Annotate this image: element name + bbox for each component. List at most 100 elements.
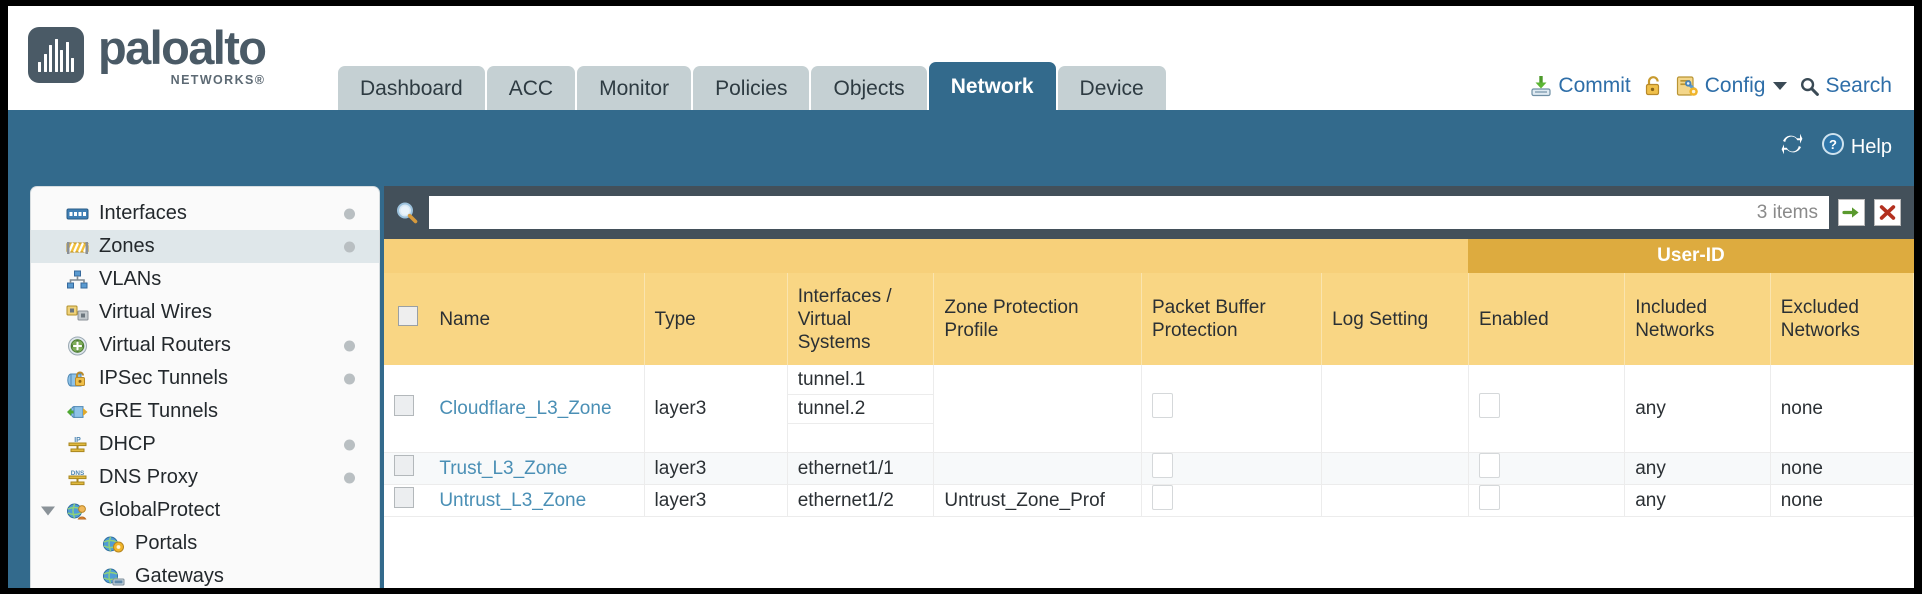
expand-collapse-icon[interactable] <box>41 506 55 515</box>
sidebar-item-virtual-wires[interactable]: Virtual Wires <box>31 296 379 329</box>
sidebar-item-ipsec-tunnels[interactable]: IPSec Tunnels <box>31 362 379 395</box>
lock-icon[interactable] <box>1644 75 1663 97</box>
config-icon <box>1676 75 1699 97</box>
interface-item: ethernet1/1 <box>797 457 894 479</box>
excluded-networks-cell: none <box>1770 365 1914 453</box>
status-dot <box>344 472 355 483</box>
row-checkbox[interactable] <box>394 455 414 476</box>
packet-buffer-protection-checkbox[interactable] <box>1151 393 1173 418</box>
status-dot <box>344 373 355 384</box>
userid-enabled-checkbox[interactable] <box>1478 393 1500 418</box>
packet-buffer-protection-cell <box>1141 452 1323 485</box>
interfaces-cell: ethernet1/1 <box>787 452 935 485</box>
virtual-wires-icon <box>65 302 90 324</box>
row-select-cell <box>384 484 430 517</box>
tab-monitor[interactable]: Monitor <box>577 66 692 110</box>
search-toolbar: 3 items <box>384 186 1914 239</box>
column-header-enabled[interactable]: Enabled <box>1468 273 1626 365</box>
search-label: Search <box>1825 74 1892 97</box>
group-header-userid: User-ID <box>1468 239 1914 273</box>
packet-buffer-protection-checkbox[interactable] <box>1151 453 1173 478</box>
table-row-continuation <box>384 423 1914 453</box>
userid-enabled-checkbox[interactable] <box>1478 485 1500 510</box>
sidebar-item-label: GlobalProtect <box>99 499 221 521</box>
tab-network[interactable]: Network <box>928 62 1056 110</box>
interface-item: ethernet1/2 <box>797 489 894 511</box>
brand-tagline: NETWORKS® <box>170 72 266 87</box>
column-header-log-setting[interactable]: Log Setting <box>1321 273 1469 365</box>
column-header-zone-protection-profile[interactable]: Zone Protection Profile <box>933 273 1142 365</box>
zone-name-cell: Cloudflare_L3_Zone <box>429 365 645 453</box>
select-all-checkbox[interactable] <box>398 306 418 326</box>
column-header-packet-buffer-protection[interactable]: Packet Buffer Protection <box>1141 273 1323 365</box>
userid-enabled-cell <box>1468 452 1626 485</box>
sidebar-item-zones[interactable]: Zones <box>31 230 379 263</box>
sidebar-item-gre-tunnels[interactable]: GRE Tunnels <box>31 395 379 428</box>
excluded-networks-cell: none <box>1770 484 1914 517</box>
help-icon: ? <box>1821 132 1845 162</box>
sidebar-item-globalprotect[interactable]: GlobalProtect <box>31 494 379 527</box>
search-icon[interactable] <box>394 200 420 226</box>
zone-name-link[interactable]: Cloudflare_L3_Zone <box>439 397 612 419</box>
row-checkbox[interactable] <box>394 487 414 508</box>
virtual-routers-icon <box>65 335 90 357</box>
userid-enabled-checkbox[interactable] <box>1478 453 1500 478</box>
sidebar-item-portals[interactable]: Portals <box>31 527 379 560</box>
commit-button[interactable]: Commit <box>1530 74 1631 98</box>
column-header-type[interactable]: Type <box>644 273 788 365</box>
sidebar-item-gateways[interactable]: Gateways <box>31 560 379 588</box>
group-header-row: User-ID <box>384 239 1914 273</box>
sidebar-item-virtual-routers[interactable]: Virtual Routers <box>31 329 379 362</box>
zone-name-link[interactable]: Trust_L3_Zone <box>439 457 568 479</box>
log-setting-cell <box>1321 452 1469 485</box>
zones-icon <box>65 236 90 258</box>
column-header-excluded-networks[interactable]: Excluded Networks <box>1770 273 1914 365</box>
context-bar-tools: ? Help <box>1779 132 1892 162</box>
tab-dashboard[interactable]: Dashboard <box>338 66 485 110</box>
sidebar-item-label: GRE Tunnels <box>99 400 218 422</box>
portals-icon <box>101 533 126 555</box>
row-checkbox[interactable] <box>394 395 414 416</box>
zone-name-link[interactable]: Untrust_L3_Zone <box>439 489 587 511</box>
search-button[interactable]: Search <box>1800 74 1892 98</box>
interface-item: tunnel.1 <box>797 368 866 390</box>
context-bar: ? Help <box>8 110 1914 186</box>
zone-protection-profile-cell <box>933 365 1142 453</box>
packet-buffer-protection-checkbox[interactable] <box>1151 485 1173 510</box>
column-header-name[interactable]: Name <box>429 273 645 365</box>
sidebar-item-vlans[interactable]: VLANs <box>31 263 379 296</box>
zone-name-cell: Untrust_L3_Zone <box>429 484 645 517</box>
tab-acc[interactable]: ACC <box>486 66 576 110</box>
clear-filter-button[interactable] <box>1874 199 1901 226</box>
status-dot <box>344 340 355 351</box>
svg-text:?: ? <box>1829 137 1837 152</box>
select-all-header <box>384 273 430 365</box>
commit-icon <box>1530 75 1552 97</box>
refresh-icon[interactable] <box>1779 132 1805 162</box>
config-menu[interactable]: Config <box>1676 74 1788 98</box>
help-button[interactable]: ? Help <box>1821 132 1892 162</box>
commit-label: Commit <box>1558 74 1631 97</box>
ipsec-tunnels-icon <box>65 368 90 390</box>
zone-type-cell: layer3 <box>644 452 788 485</box>
column-header-included-networks[interactable]: Included Networks <box>1624 273 1771 365</box>
config-label: Config <box>1704 74 1766 97</box>
search-input[interactable]: 3 items <box>429 196 1829 229</box>
gateways-icon <box>101 566 126 588</box>
tab-device[interactable]: Device <box>1057 66 1166 110</box>
sidebar-item-interfaces[interactable]: Interfaces <box>31 197 379 230</box>
tab-policies[interactable]: Policies <box>693 66 810 110</box>
apply-filter-button[interactable] <box>1838 199 1865 226</box>
tab-objects[interactable]: Objects <box>811 66 927 110</box>
dhcp-icon: IP <box>65 434 90 456</box>
column-header-interfaces-virtual-systems[interactable]: Interfaces / Virtual Systems <box>787 273 935 365</box>
